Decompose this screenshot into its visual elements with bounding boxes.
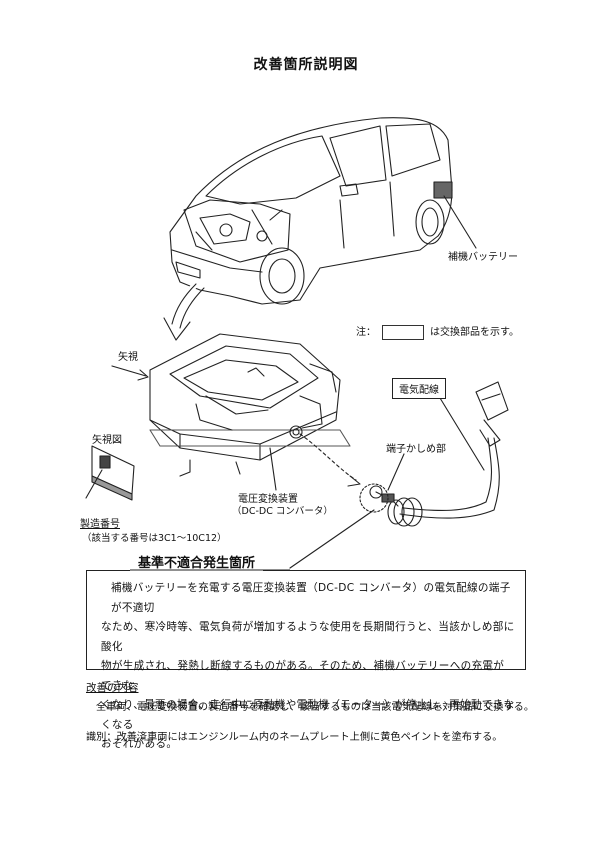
- defect-line: くなり、最悪の場合、走行中に原動機や電動機（モーター）が停止し、再始動できなくな…: [101, 699, 515, 731]
- power-wire-label: 電気配線: [392, 378, 446, 399]
- defect-line: 補機バッテリーを充電する電圧変換装置（DC-DC コンバータ）の電気配線の端子が…: [111, 582, 511, 614]
- view-figure-drawing: [85, 445, 135, 501]
- vehicle-drawing: [163, 117, 453, 341]
- defect-heading: 基準不適合発生箇所: [130, 552, 264, 571]
- wire-drawing: [299, 381, 509, 527]
- legend-note: 注： は交換部品を示す。: [356, 323, 519, 340]
- defect-description-box: 補機バッテリーを充電する電圧変換装置（DC-DC コンバータ）の電気配線の端子が…: [86, 570, 526, 750]
- defect-line: 物が生成され、発熱し断線するものがある。そのため、補機バッテリーへの充電ができな: [101, 660, 505, 692]
- improvement-body: 全車両、電圧変換装置の製造番号を確認し、該当するものは当該電気配線を対策品に交換…: [96, 702, 535, 713]
- serial-applicable-label: （該当する番号は3C1～10C12）: [82, 533, 227, 544]
- terminal-crimp-label: 端子かしめ部: [386, 444, 446, 455]
- page-title: 改善箇所説明図: [253, 57, 359, 73]
- view-figure-label: 矢視図: [92, 435, 122, 446]
- converter-label-line1: 電圧変換装置: [238, 494, 298, 505]
- converter-drawing: [149, 333, 351, 477]
- view-arrow-label: 矢視: [118, 352, 138, 363]
- defect-line: なため、寒冷時等、電気負荷が増加するような使用を長期間行うと、当該かしめ部に酸化: [101, 621, 515, 653]
- legend-swatch: [382, 324, 424, 340]
- converter-label-line2: （DC-DC コンバータ）: [232, 506, 333, 517]
- improvement-heading: 改善の内容: [86, 682, 139, 694]
- serial-number-label: 製造番号: [80, 519, 120, 530]
- defect-line: おそれがある。: [101, 738, 178, 750]
- legend-note-suffix: は交換部品を示す。: [430, 327, 519, 338]
- identification-note: 識別：改善済車両にはエンジンルーム内のネームプレート上側に黄色ペイントを塗布する…: [86, 732, 503, 743]
- legend-note-prefix: 注：: [356, 327, 376, 338]
- aux-battery-label: 補機バッテリー: [448, 252, 518, 263]
